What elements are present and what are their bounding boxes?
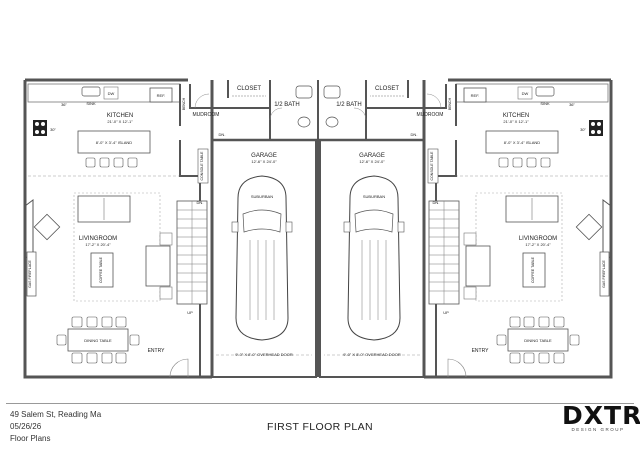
kitchen-label: KITCHEN: [503, 113, 529, 119]
dining-label: DINING TABLE: [84, 338, 112, 343]
kitchen-dim: 21'-0" X 12'-1": [503, 119, 529, 124]
floor-plan-drawing: KITCHEN 21'-0" X 12'-1" 8'-0" X 3'-4" IS…: [23, 78, 613, 379]
garage-label: GARAGE: [359, 153, 385, 159]
dining-label: DINING TABLE: [524, 338, 552, 343]
ref-label: REF.: [471, 93, 480, 98]
suburban-car: [231, 175, 293, 341]
plan-date: 05/26/26: [10, 422, 42, 431]
car-label: SUBURBAN: [363, 194, 385, 199]
entry-label: ENTRY: [148, 348, 166, 354]
dining-table: [67, 328, 129, 352]
door-label: 9'-0" X 8'-0" OVERHEAD DOOR: [235, 352, 293, 357]
console-label: CONSOLE TABLE: [200, 151, 204, 181]
dn-label: DN.: [411, 132, 418, 137]
refrigerator: [149, 87, 173, 103]
car-label: SUBURBAN: [251, 194, 273, 199]
garage-label: GARAGE: [251, 153, 277, 159]
dim36-label: 36": [61, 102, 67, 107]
unit-left: [23, 78, 318, 379]
kitchen-label: KITCHEN: [107, 113, 133, 119]
bath-label: 1/2 BATH: [274, 102, 300, 108]
ref-label: REF.: [157, 93, 166, 98]
title-block-info: 49 Salem St, Reading Ma 05/26/26 Floor P…: [10, 409, 101, 445]
plan-title: FIRST FLOOR PLAN: [267, 421, 373, 433]
range: [33, 120, 47, 136]
island-label: 8'-0" X 3'-4" ISLAND: [96, 140, 132, 145]
title-block-rule: [6, 403, 634, 404]
garage-slab: [211, 139, 317, 378]
living-dim: 17'-2" X 20'-4": [85, 242, 111, 247]
dn2-label: DN.: [197, 200, 204, 205]
garage-dim: 12'-6" X 24'-0": [359, 159, 385, 164]
sink-label: SINK: [86, 101, 96, 106]
fireplace-label: GAS FIREPLACE: [602, 259, 606, 287]
sink-label: SINK: [540, 101, 550, 106]
mudroom-label: MUDROOM: [417, 112, 444, 118]
entry-label: ENTRY: [472, 348, 490, 354]
living-label: LIVINGROOM: [79, 236, 117, 242]
island-label: 8'-0" X 3'-4" ISLAND: [504, 140, 540, 145]
closet-label: CLOSET: [237, 86, 261, 92]
dn-label: DN.: [219, 132, 226, 137]
sink: [81, 86, 101, 97]
exterior-wall: [23, 80, 212, 379]
dim30-label: 30": [50, 127, 56, 132]
bench-label: BENCH: [448, 97, 452, 110]
sheet-name: Floor Plans: [10, 434, 51, 443]
up-label: UP: [443, 310, 449, 315]
brand-subtitle: DESIGN GROUP: [571, 427, 625, 432]
dn2-label: DN.: [433, 200, 440, 205]
fireplace-label: GAS FIREPLACE: [28, 259, 32, 287]
dim36-label: 36": [569, 102, 575, 107]
island-stools: [85, 157, 138, 168]
closet-label: CLOSET: [375, 86, 399, 92]
living-label: LIVINGROOM: [519, 236, 557, 242]
garage-dim: 12'-6" X 24'-0": [251, 159, 277, 164]
door-label: 9'-0" X 8'-0" OVERHEAD DOOR: [343, 352, 401, 357]
coffee-table: [90, 252, 114, 288]
dw-label: DW: [522, 91, 529, 96]
dim30-label: 30": [580, 127, 586, 132]
dining-chairs: [56, 316, 140, 364]
dw-label: DW: [108, 91, 115, 96]
bench-label: BENCH: [182, 97, 186, 110]
coffee-label: COFFEE TABLE: [99, 256, 103, 283]
brand-logo: DXTR DESIGN GROUP: [562, 401, 640, 433]
coffee-label: COFFEE TABLE: [531, 256, 535, 283]
console-table: [197, 148, 209, 184]
bath-label: 1/2 BATH: [336, 102, 362, 108]
kitchen-dim: 21'-0" X 12'-1": [107, 119, 133, 124]
dishwasher: [103, 86, 119, 100]
chair-right: [145, 245, 171, 287]
project-address: 49 Salem St, Reading Ma: [10, 410, 102, 419]
kitchen-island: [77, 130, 151, 154]
living-dim: 17'-2" X 20'-4": [525, 242, 551, 247]
mudroom-label: MUDROOM: [193, 112, 220, 118]
unit-right: [318, 78, 613, 379]
console-label: CONSOLE TABLE: [430, 151, 434, 181]
up-label: UP: [187, 310, 193, 315]
brand-wordmark: DXTR: [562, 401, 640, 430]
